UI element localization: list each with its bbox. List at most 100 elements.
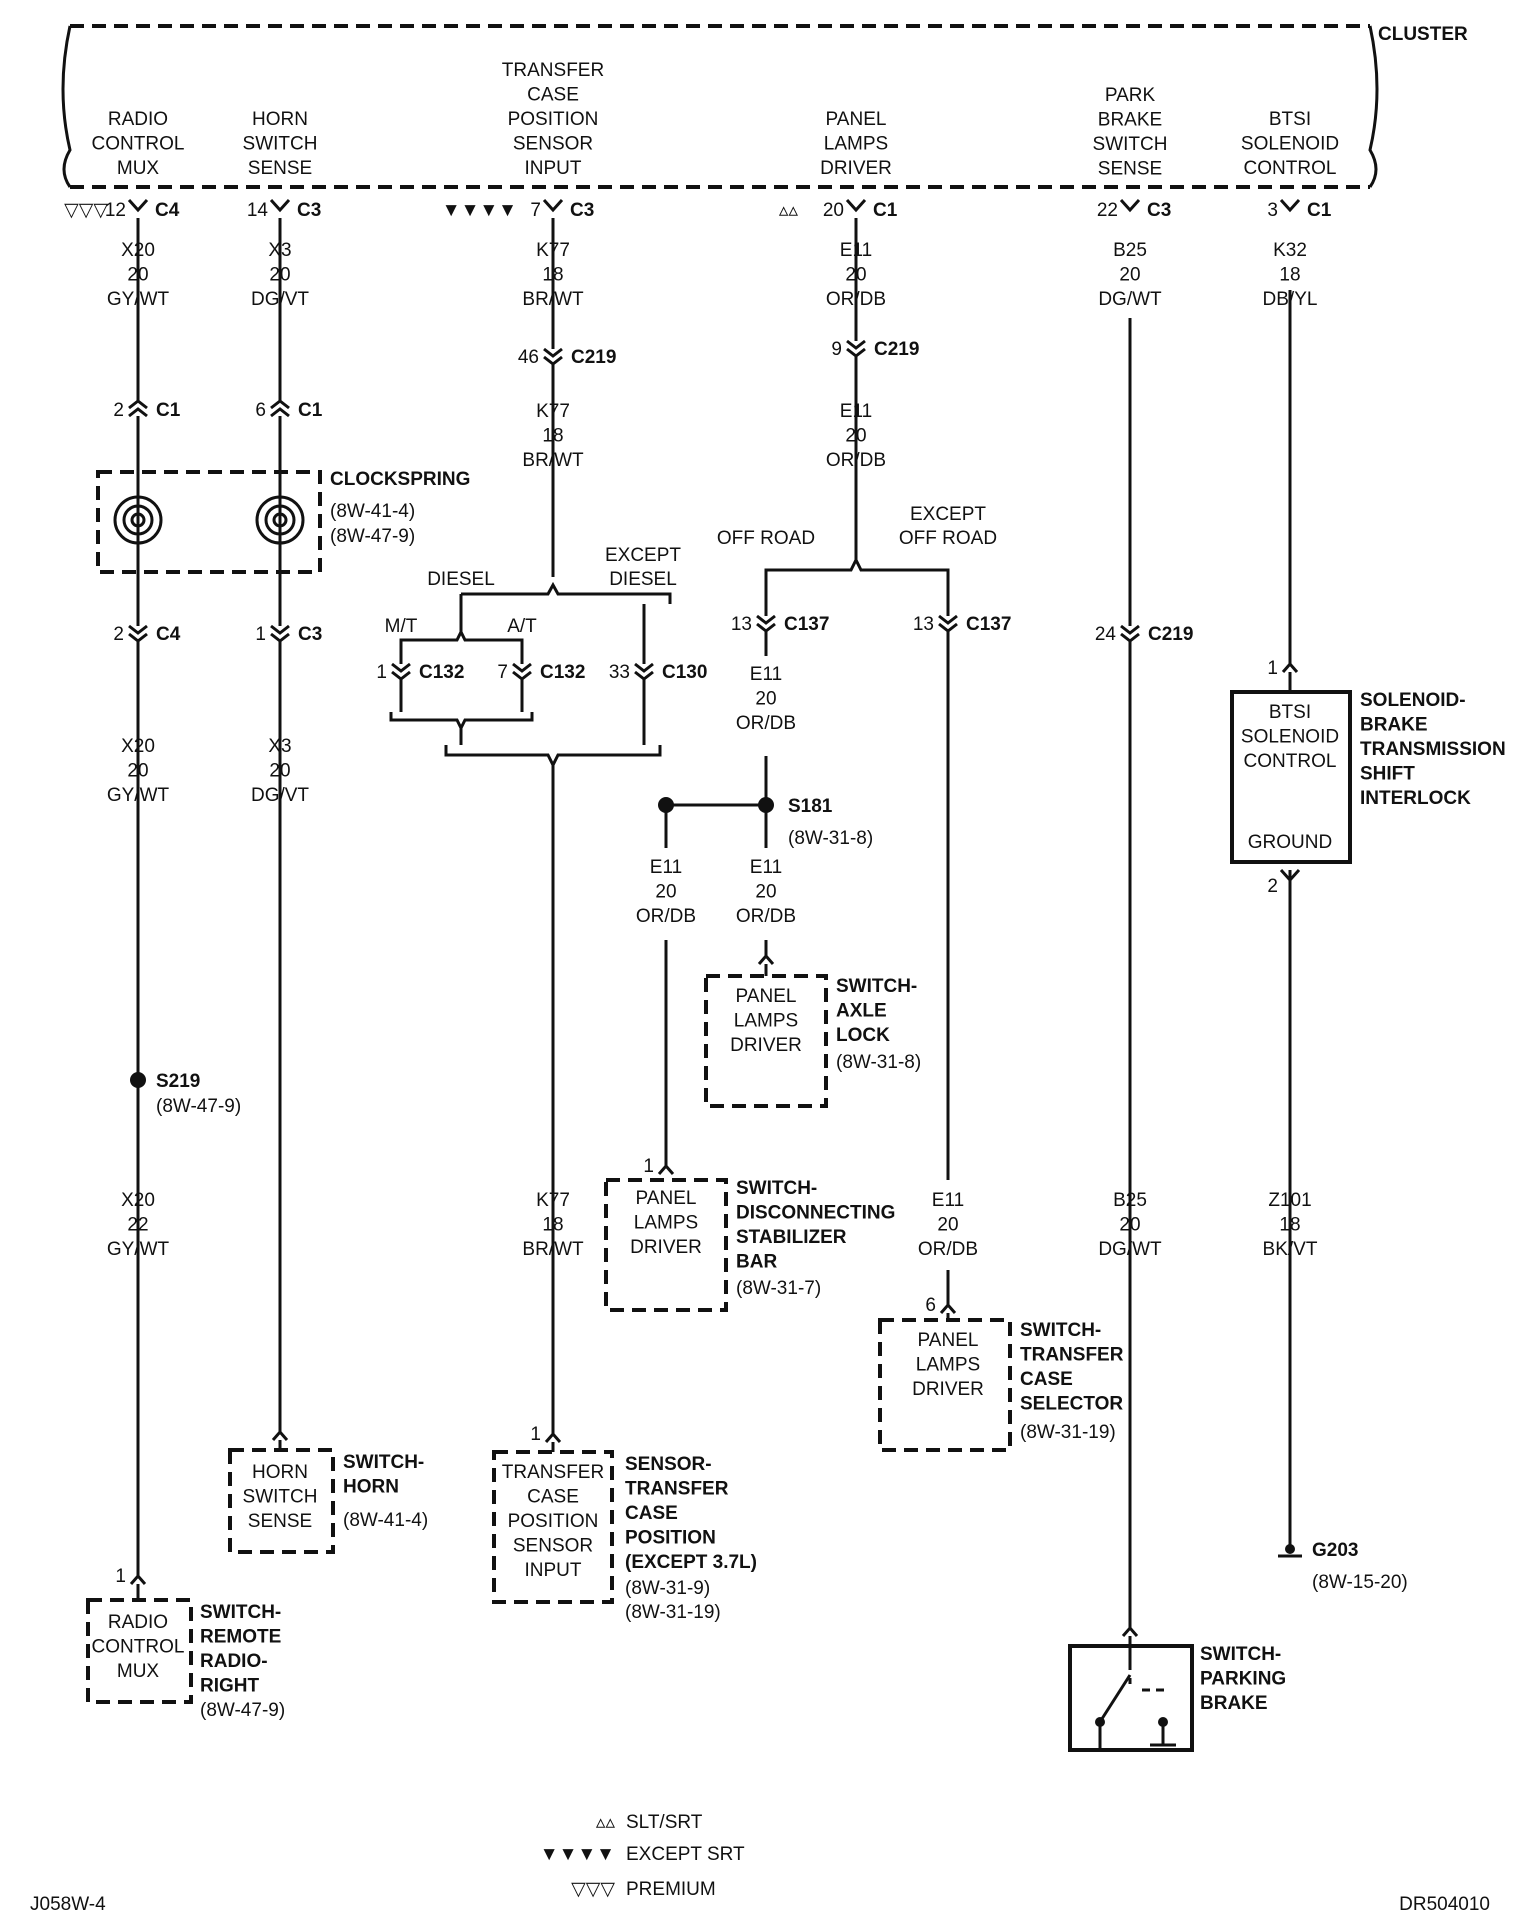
component-pin: 1 [643,1156,654,1177]
component-tcsensor-ref: (8W-31-9) [625,1578,710,1599]
splice-s219: S219 [156,1071,200,1092]
wire-label: E11 [932,1190,964,1211]
connector-c1_2 [128,399,148,418]
wire-merge-bus [444,745,662,769]
cluster-pin-radio-label: MUX [117,158,160,179]
component-solenoid-inner: BTSI [1269,702,1311,723]
cluster-pin-horn-label: SENSE [248,158,312,179]
component-solenoid-name: SOLENOID- [1360,690,1466,711]
cluster-pin-btsi-label: CONTROL [1244,158,1337,179]
footer-right-code: DR504010 [1399,1894,1490,1915]
wire-label: DG/VT [251,785,309,806]
legend-text: EXCEPT SRT [626,1844,745,1865]
clockspring-box [96,470,322,574]
wire-label: K77 [536,240,570,261]
component-tcsensor-ref: (8W-31-19) [625,1602,721,1623]
wire-label: X20 [121,240,155,261]
cluster-pin-panel-label: PANEL [826,109,887,130]
pin-arrow [271,1429,289,1441]
connector-pin: 6 [255,400,266,421]
wire-label: OR/DB [918,1239,978,1260]
wire-label: 20 [755,882,776,903]
wire-label: OR/DB [736,906,796,927]
cluster-right-break [1368,25,1379,188]
wire-label: DB/YL [1263,289,1318,310]
wire-label: GY/WT [107,1239,170,1260]
cluster-pin-tcase-label: POSITION [508,109,599,130]
wire-label: 20 [1119,265,1140,286]
wire-label: X20 [121,1190,155,1211]
connector-name: C137 [966,614,1011,635]
clockspring-label: CLOCKSPRING [330,469,470,490]
clockspring-coil-icon [255,495,305,545]
component-tcsensor-inner: CASE [527,1487,579,1508]
cluster-title: CLUSTER [1378,24,1468,45]
cluster-pin-number: 7 [530,200,541,221]
connector-c219_9 [846,339,866,358]
connector-pin: 24 [1095,624,1117,645]
connector-name: C4 [156,624,181,645]
legend-text: PREMIUM [626,1879,716,1900]
cluster-pin-number: 14 [247,200,269,221]
component-parking-name: SWITCH- [1200,1644,1281,1665]
cluster-left-break [61,25,72,188]
connector-c3_1 [270,624,290,643]
connector-c132_1 [391,662,411,681]
component-solenoid-inner: SOLENOID [1241,727,1339,748]
cluster-pin-radio-label: RADIO [108,109,168,130]
cluster-connector-name: C4 [155,200,180,221]
wire-label: E11 [840,240,872,261]
component-hornsw-ref: (8W-41-4) [343,1510,428,1531]
component-tcsensor-name: POSITION [625,1528,716,1549]
wire-label: 20 [269,265,290,286]
component-solenoid-name: SHIFT [1360,764,1415,785]
component-pin: 1 [530,1424,541,1445]
connector-c219_46 [543,347,563,366]
cluster-pin-connector [127,198,149,213]
wire-label: K32 [1273,240,1307,261]
component-stab-name: STABILIZER [736,1227,847,1248]
cluster-pin-park-label: SENSE [1098,159,1162,180]
component-axle-inner: DRIVER [730,1035,802,1056]
splice-s219-ref: (8W-47-9) [156,1096,241,1117]
component-tcsensor-name: TRANSFER [625,1479,729,1500]
component-pin: 1 [115,1566,126,1587]
component-hornsw-name: HORN [343,1477,399,1498]
pin-arrow [129,1573,147,1585]
pin-arrow [757,953,775,965]
component-hornsw-inner: HORN [252,1462,308,1483]
component-tcsel-inner: DRIVER [912,1379,984,1400]
component-tcsel-name: TRANSFER [1020,1345,1124,1366]
wire-label: X3 [268,240,291,261]
legend-symbol: ▵▵ [596,1812,616,1833]
cluster-pin-panel-label: LAMPS [824,134,888,155]
cluster-pin-number: 22 [1097,200,1118,221]
wire-label: 20 [845,265,866,286]
branch-off-road: OFF ROAD [717,528,815,549]
component-tcsensor-name: (EXCEPT 3.7L) [625,1552,757,1573]
switch-actuator-icon [1128,1678,1164,1692]
branch-at: A/T [507,616,537,637]
wire-label: 20 [269,761,290,782]
cluster-pin-connector [1119,198,1141,213]
connector-pin: 2 [113,400,124,421]
legend-symbol: ▽▽▽ [571,1879,615,1900]
cluster-pin-park-label: SWITCH [1093,134,1168,155]
wire-label: OR/DB [826,450,886,471]
connector-c137_13a [756,614,776,633]
wire-label: GY/WT [107,785,170,806]
wire-label: 18 [542,1215,563,1236]
wire-branch-bus [399,628,524,648]
splice-s181-ref: (8W-31-8) [788,828,873,849]
connector-name: C1 [298,400,323,421]
component-stab-box [604,1178,728,1312]
legend-text: SLT/SRT [626,1812,703,1833]
footer-left-code: J058W-4 [30,1894,106,1915]
wire-label: B25 [1113,240,1147,261]
cluster-connector-name: C1 [1307,200,1332,221]
cluster-pin-btsi-label: SOLENOID [1241,134,1339,155]
component-stab-inner: LAMPS [634,1213,698,1234]
pin-arrow [939,1302,957,1314]
splice-s219-dot [130,1072,146,1088]
